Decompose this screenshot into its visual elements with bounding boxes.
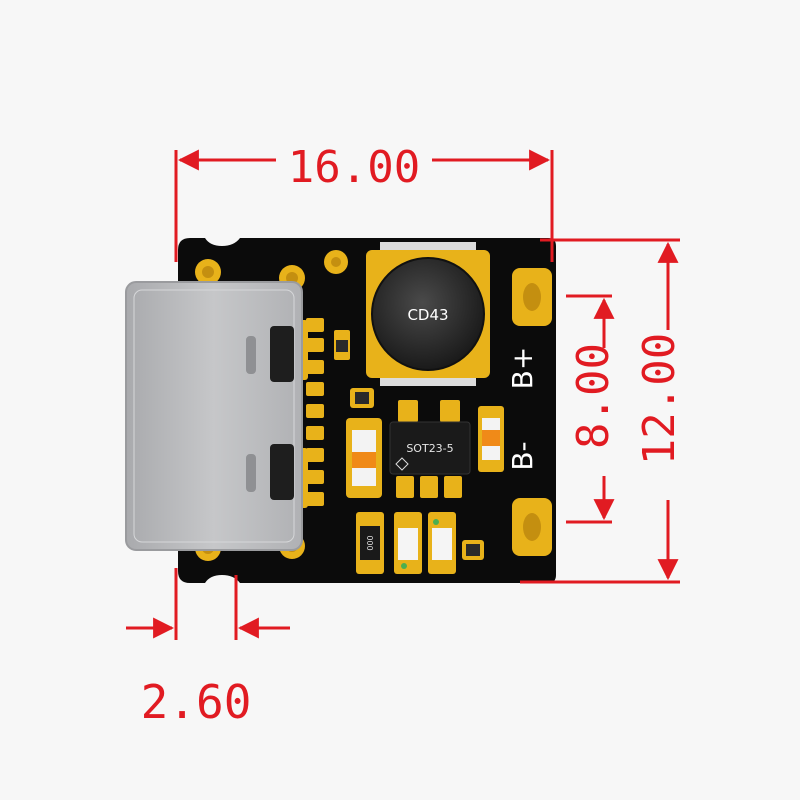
inductor: CD43: [366, 242, 490, 386]
dimension-width-label: 16.00: [288, 142, 420, 193]
usb-signal-pads: [306, 318, 324, 506]
ic-sot23-5: SOT23-5: [389, 400, 471, 498]
led: [428, 512, 456, 574]
ic-label: SOT23-5: [406, 442, 453, 455]
resistor: 000: [356, 512, 384, 574]
dimension-width: [174, 149, 554, 262]
capacitor: [462, 540, 484, 560]
battery-pad-plus: [512, 268, 552, 326]
inductor-label: CD43: [407, 306, 448, 324]
dimension-pad-spacing: [566, 294, 615, 524]
capacitor: [346, 418, 382, 498]
led: [394, 512, 422, 574]
pad-plus-label: B+: [506, 347, 539, 390]
battery-pad-minus: [512, 498, 552, 556]
resistor: [478, 406, 504, 472]
dimension-height-label: 12.00: [634, 333, 685, 465]
dimension-pad-spacing-label: 8.00: [568, 343, 619, 449]
pad-minus-label: B-: [506, 441, 539, 470]
dimension-connector-offset: [126, 568, 290, 640]
dimension-height: [520, 238, 680, 584]
resistor-label: 000: [366, 535, 375, 550]
usb-c-connector: [125, 281, 303, 551]
dimension-connector-offset-label: 2.60: [141, 675, 252, 729]
